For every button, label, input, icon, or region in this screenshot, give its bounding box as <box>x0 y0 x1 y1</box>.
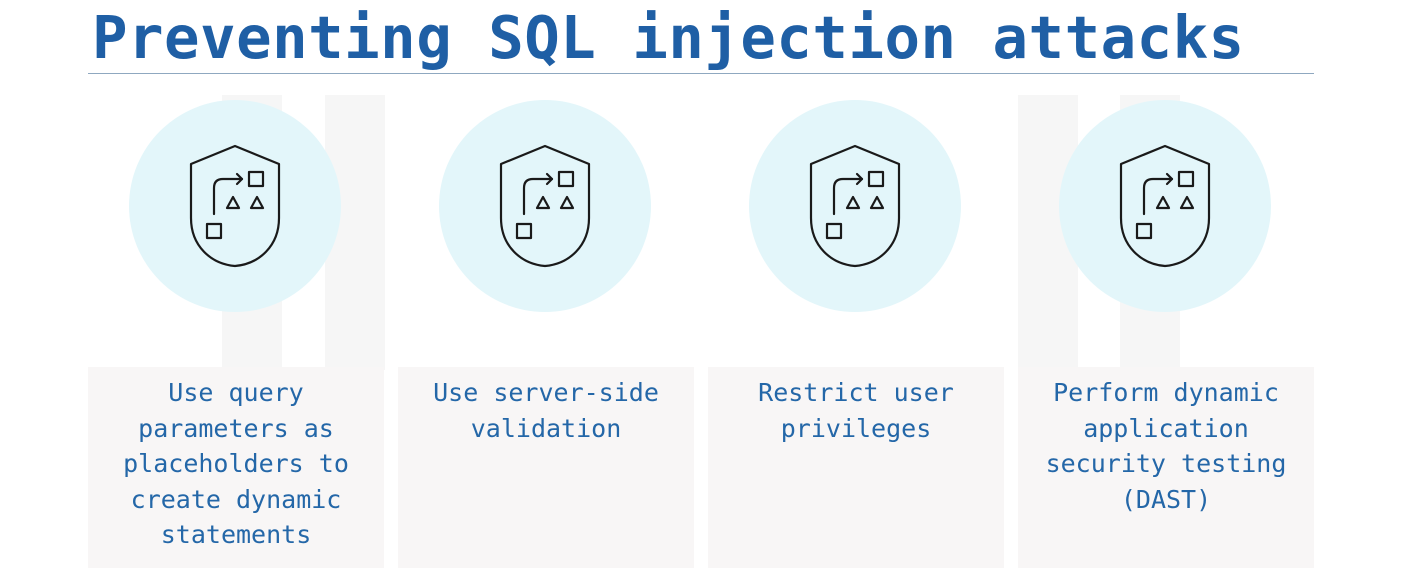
icon-circle <box>439 100 651 312</box>
icon-circle <box>1059 100 1271 312</box>
method-text: Perform dynamic application security tes… <box>1045 378 1287 514</box>
method-text-box: Perform dynamic application security tes… <box>1018 367 1314 568</box>
method-text: Use server-side validation <box>433 378 659 443</box>
security-shield-icon <box>809 144 901 268</box>
method-card-dast: Perform dynamic application security tes… <box>1018 0 1314 570</box>
method-text: Use query parameters as placeholders to … <box>123 378 349 549</box>
security-shield-icon <box>189 144 281 268</box>
security-shield-icon <box>1119 144 1211 268</box>
method-text-box: Use query parameters as placeholders to … <box>88 367 384 568</box>
method-text-box: Restrict user privileges <box>708 367 1004 568</box>
method-text-box: Use server-side validation <box>398 367 694 568</box>
method-card-restrict-privileges: Restrict user privileges <box>708 0 1004 570</box>
page-title: Preventing SQL injection attacks <box>92 3 1245 72</box>
icon-circle <box>129 100 341 312</box>
security-shield-icon <box>499 144 591 268</box>
icon-circle <box>749 100 961 312</box>
method-text: Restrict user privileges <box>758 378 954 443</box>
method-card-server-side-validation: Use server-side validation <box>398 0 694 570</box>
title-divider <box>88 73 1314 74</box>
method-card-query-parameters: Use query parameters as placeholders to … <box>88 0 384 570</box>
